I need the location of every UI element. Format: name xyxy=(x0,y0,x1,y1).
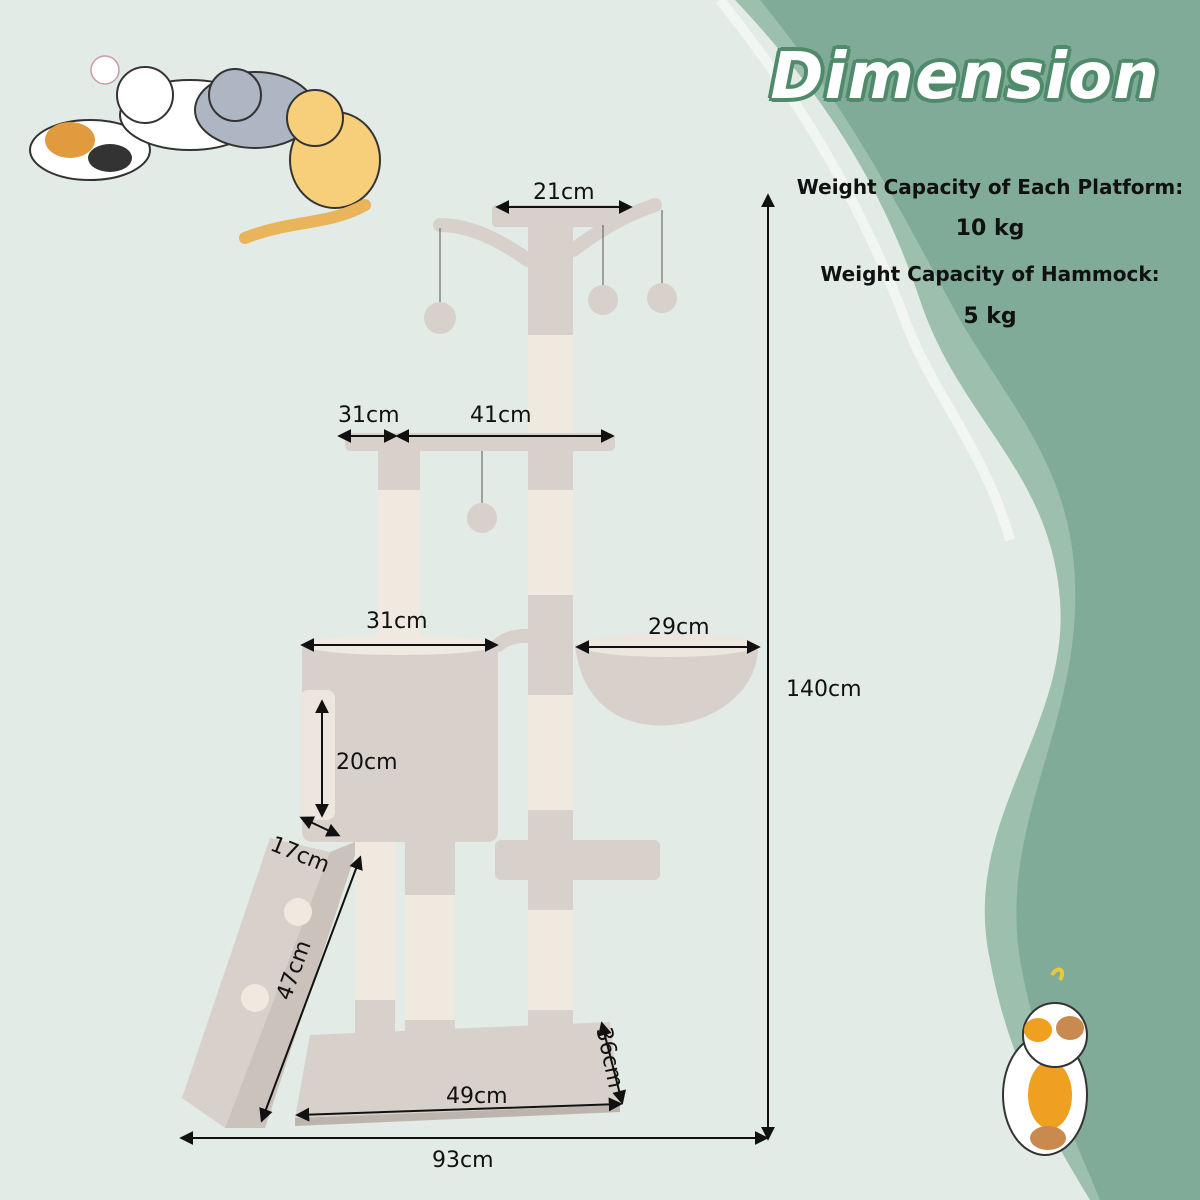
platform-depth-dimension: 31cm xyxy=(338,403,400,428)
platform-capacity-label: Weight Capacity of Each Platform: xyxy=(796,175,1184,199)
platform-capacity-value: 10 kg xyxy=(955,216,1025,241)
page-title: Dimension xyxy=(770,40,1160,114)
green-panel xyxy=(760,0,1200,1200)
platform-width-dimension: 41cm xyxy=(470,403,532,428)
overall-height-dimension: 140cm xyxy=(786,677,862,702)
hammock-dimension: 29cm xyxy=(648,615,710,640)
dimension-lines xyxy=(179,193,775,1145)
condo-width-dimension: 31cm xyxy=(366,609,428,634)
condo-opening-height-dimension: 20cm xyxy=(336,750,398,775)
top-platform-dimension: 21cm xyxy=(533,180,595,205)
cat-tree-illustration xyxy=(182,198,758,1128)
sitting-cat-illustration xyxy=(1002,967,1088,1156)
hammock-capacity-label: Weight Capacity of Hammock: xyxy=(820,262,1160,286)
base-width-dimension: 49cm xyxy=(446,1084,508,1109)
hammock-capacity-value: 5 kg xyxy=(963,304,1017,329)
overall-width-dimension: 93cm xyxy=(432,1148,494,1173)
sleeping-cats-illustration xyxy=(29,55,381,244)
